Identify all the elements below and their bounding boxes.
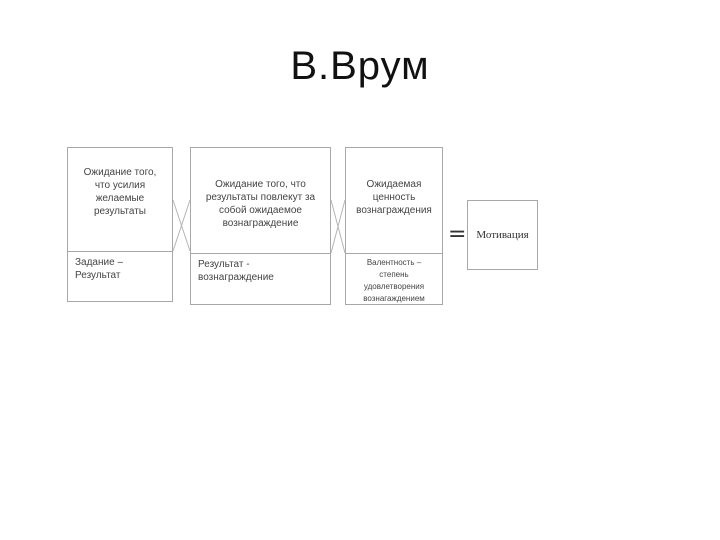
result-reward-text: Результат - вознаграждение <box>198 259 274 283</box>
motivation-label: Мотивация <box>476 229 529 241</box>
instrumentality-text: Ожидание того, что результаты повлекут з… <box>191 148 330 254</box>
slide-title: В.Врум <box>290 44 430 88</box>
expectancy-effort-text: Ожидание того, что усилия желаемые резул… <box>68 148 172 252</box>
equals-sign: = <box>448 222 467 247</box>
connector-line <box>330 199 346 254</box>
expected-value-text: Ожидаемая ценность вознаграждения <box>346 148 442 254</box>
expectancy-effort-box: Ожидание того, что усилия желаемые резул… <box>67 147 173 302</box>
motivation-box: Мотивация <box>467 200 538 270</box>
instrumentality-box: Ожидание того, что результаты повлекут з… <box>190 147 331 305</box>
connector-line <box>172 199 191 252</box>
task-result-text: Задание – Результат <box>75 257 124 281</box>
connector-line <box>330 199 346 254</box>
connector-line <box>172 199 191 252</box>
valence-text: Валентность – степень удовлетворения воз… <box>363 258 425 303</box>
valence-box: Ожидаемая ценность вознаграждения Валент… <box>345 147 443 305</box>
